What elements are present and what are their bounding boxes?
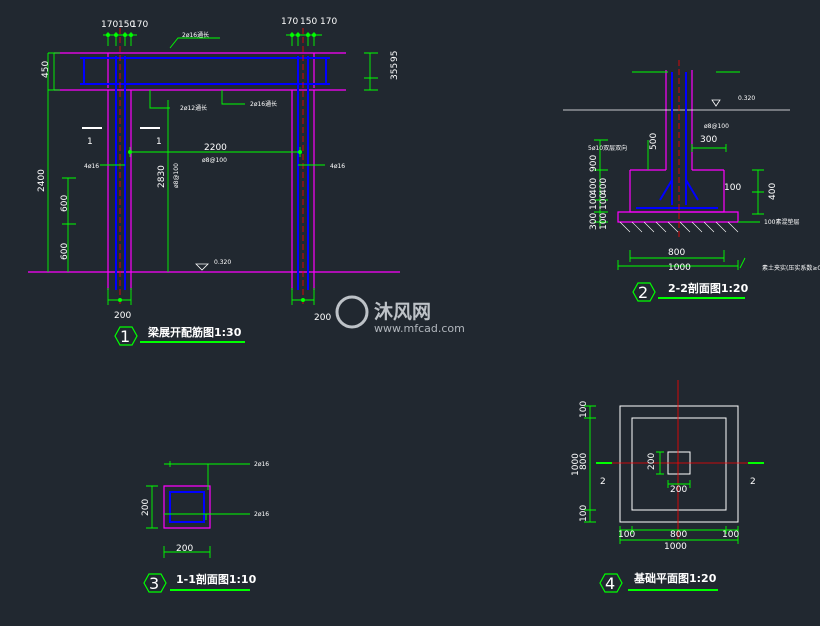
drawing2-title: 2-2剖面图1:20	[668, 281, 749, 295]
col-width-left: 200	[114, 311, 131, 321]
drawing3-title-block: 3 1-1剖面图1:10	[143, 572, 257, 593]
bar-top-label: 2ø16通长	[182, 31, 209, 39]
top-dim-150-left: 150	[118, 20, 135, 30]
plan-column	[667, 451, 691, 475]
section-mark-right-label: 1	[156, 137, 162, 147]
dim-ticks	[106, 33, 316, 302]
top-dim-170-left2: 170	[131, 20, 148, 30]
drawing4-title: 基础平面图1:20	[633, 571, 717, 585]
section2-dim-300: 300	[700, 135, 717, 145]
plan-axes	[596, 380, 764, 540]
top-dim-170-right2: 170	[320, 17, 337, 27]
bar-mid1-label: 2ø12通长	[180, 104, 207, 112]
span-2200: 2200	[204, 143, 227, 153]
stirrup-vertical-label: ø8@100	[173, 163, 180, 188]
section2-dim-100c: 100	[599, 213, 609, 230]
bar-4-left: 4ø16	[84, 163, 99, 170]
section2-dim-100-right: 100	[724, 183, 741, 193]
section2-level-symbol	[711, 99, 721, 107]
plan-bottom-800: 800	[670, 530, 687, 540]
plan-bottom-100b: 100	[722, 530, 739, 540]
bar-mid2-label: 2ø16通长	[250, 100, 277, 108]
section-2-2-drawing: 0.320 ø8@100 300 500 5ø10双层双向 900 400 10…	[563, 60, 820, 302]
axis-lines	[119, 28, 304, 305]
watermark: 沐风网 www.mfcad.com	[335, 295, 465, 335]
soil-hatch	[619, 221, 739, 233]
section1-bar-top: 2ø16	[254, 461, 269, 468]
top-dim-170-right: 170	[281, 17, 298, 27]
dim-600-lower: 600	[60, 243, 70, 260]
drawing1-title-block: 1 梁展开配筋图1:30	[114, 325, 245, 346]
section2-dim-800: 800	[668, 248, 685, 258]
section2-dimensions	[594, 71, 764, 270]
beam-elevation-drawing: 170 150 170 170 150 170 2ø16通长 2ø12通长 2ø…	[28, 17, 400, 346]
section2-dim-400b: 400	[599, 178, 609, 195]
plan-inner-square	[631, 417, 727, 511]
section2-plain-concrete-note: 100素混垫层	[764, 218, 799, 226]
section-1-1-drawing: 2ø16 2ø16 200 200 3 1-1剖面图1:10	[141, 461, 269, 593]
col-width-right: 200	[314, 313, 331, 323]
drawing4-title-block: 4 基础平面图1:20	[599, 571, 718, 593]
section2-dim-100a: 100	[589, 193, 599, 210]
watermark-logo-icon	[335, 295, 369, 329]
dim-355: 355	[390, 63, 400, 80]
plan-section-left: 2	[600, 477, 606, 487]
watermark-url: www.mfcad.com	[374, 322, 465, 335]
level-label: 0.320	[214, 259, 231, 266]
bar-4-right: 4ø16	[330, 163, 345, 170]
drawing1-number: 1	[120, 327, 130, 346]
section2-dim-100b: 100	[599, 193, 609, 210]
plan-inner-200v: 200	[647, 453, 657, 470]
drawing2-number: 2	[638, 283, 648, 302]
section2-level: 0.320	[738, 95, 755, 102]
height-2830: 2830	[157, 165, 167, 188]
frame-outline	[28, 52, 400, 290]
dim-450: 450	[41, 61, 51, 78]
plan-left-100a: 100	[579, 401, 589, 418]
plan-bottom-1000: 1000	[664, 542, 687, 552]
plan-bottom-100a: 100	[618, 530, 635, 540]
section2-dim-300b: 300	[589, 213, 599, 230]
top-dim-170-left: 170	[101, 20, 118, 30]
section2-dim-500: 500	[649, 133, 659, 150]
section-mark-left-label: 1	[87, 137, 93, 147]
height-2400: 2400	[37, 169, 47, 192]
dim-95: 95	[390, 51, 400, 62]
plan-inner-200h: 200	[670, 485, 687, 495]
section1-height: 200	[141, 499, 151, 516]
stirrup-label: ø8@100	[202, 157, 227, 164]
plan-left-100b: 100	[579, 505, 589, 522]
footing-outline	[617, 70, 739, 223]
section2-dim-400a: 400	[589, 178, 599, 195]
section2-dim-900: 900	[589, 155, 599, 172]
plan-outer-square	[619, 405, 739, 523]
plan-dimensions	[584, 405, 739, 544]
watermark-brand: 沐风网	[374, 301, 431, 323]
plan-left-800: 800	[579, 453, 589, 470]
section2-soil-note: 素土夹实(压实系数≥0.93)	[762, 264, 820, 272]
beam-rebar	[80, 56, 330, 290]
footing-rebar	[636, 72, 718, 209]
plan-section-right: 2	[750, 477, 756, 487]
section2-dim-1000: 1000	[668, 263, 691, 273]
section1-dimensions	[146, 461, 250, 558]
top-dim-150-right: 150	[300, 17, 317, 27]
beam-dimension-lines	[47, 32, 378, 305]
plan-left-1000: 1000	[571, 453, 581, 476]
section2-dim-400-right: 400	[768, 183, 778, 200]
section1-width: 200	[176, 544, 193, 554]
section2-bar-note: 5ø10双层双向	[588, 144, 627, 152]
dim-600-upper: 600	[60, 195, 70, 212]
drawing3-title: 1-1剖面图1:10	[176, 572, 257, 586]
section1-bar-bottom: 2ø16	[254, 511, 269, 518]
beam-section-rebar	[169, 491, 205, 523]
drawing4-number: 4	[605, 574, 615, 593]
drawing2-title-block: 2 2-2剖面图1:20	[632, 281, 749, 302]
drawing1-title: 梁展开配筋图1:30	[147, 325, 242, 339]
section2-stirrup: ø8@100	[704, 123, 729, 130]
level-symbol	[195, 263, 209, 271]
drawing3-number: 3	[149, 574, 159, 593]
foundation-plan-drawing: 100 800 100 1000 200 200 2 2 100 800 100…	[571, 380, 764, 593]
